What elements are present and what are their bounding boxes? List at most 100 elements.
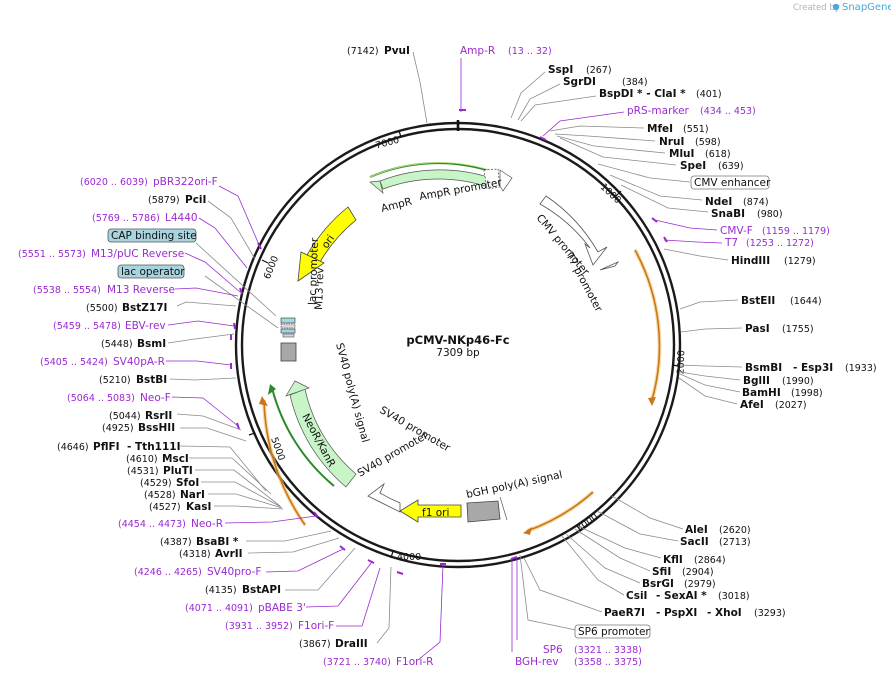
spei-label: SpeI: [680, 160, 706, 172]
neor-orf-arrow: [271, 387, 335, 487]
bsteii-label: BstEII: [741, 295, 775, 307]
draiii-label: DraIII: [335, 638, 368, 650]
paer7i-label: PaeR7I: [604, 607, 645, 619]
nrui-label: NruI: [659, 136, 684, 148]
ampr-promoter-arrowhead: [499, 169, 513, 192]
pspxi-label: - PspXI: [656, 607, 697, 619]
sp6-pos: (3321 .. 3338): [574, 645, 642, 656]
pvui-label: PvuI: [384, 45, 410, 57]
cmv-f-pos: (1159 .. 1179): [762, 226, 830, 237]
spei-pos: (639): [718, 161, 744, 172]
pbr322ori-label: pBR322ori-F: [153, 176, 218, 188]
m13-rev-label: M13 rev: [313, 267, 326, 310]
lac-promoter-feature: [280, 323, 296, 329]
sgrdi-label: SgrDI: [563, 76, 596, 88]
tick-2000: [671, 364, 679, 367]
bsmbi-pos: (1933): [845, 363, 877, 374]
pcii-pos: (5879): [148, 195, 180, 206]
bsmi-label: BsmI: [137, 338, 166, 350]
tick-label-4000: 4000: [397, 552, 421, 563]
prs-marker-label: pRS-marker: [627, 105, 690, 117]
mlui-pos: (618): [705, 149, 731, 160]
sfoi-label: SfoI: [176, 477, 199, 489]
msci-pos: (4610): [126, 454, 158, 465]
bgh-polya-feature: [466, 500, 501, 523]
neo-f-pos: (5064 .. 5083): [67, 393, 135, 404]
tick-3000: [576, 525, 582, 532]
sfoi-pos: (4529): [140, 478, 172, 489]
plasmid-name: pCMV-NKp46-Fc: [406, 333, 509, 347]
cmv-enhancer-box: [690, 175, 770, 190]
sfii-label: SfiI: [652, 566, 671, 578]
bstz17i-pos: (5500): [86, 303, 118, 314]
sv40-polya-label: SV40 poly(A) signal: [333, 342, 371, 444]
orange-orf-left: [263, 399, 306, 526]
m13-puc-label: M13/pUC Reverse: [91, 248, 184, 260]
bgh-rev-pos: (3358 .. 3375): [574, 657, 642, 668]
msci-label: MscI: [162, 453, 189, 465]
kasi-label: KasI: [186, 501, 211, 513]
f1-ori-label: f1 ori: [422, 507, 449, 519]
bspdi-clai-label: BspDI * - ClaI *: [599, 88, 686, 100]
t7-label: T7: [724, 237, 738, 249]
pcii-label: PciI: [185, 194, 206, 206]
alei-label: AleI: [685, 524, 708, 536]
f1ori-r-label: F1ori-R: [396, 656, 433, 668]
m13-rev-feature: [282, 333, 295, 338]
pasi-pos: (1755): [782, 324, 814, 335]
bsabi-label: BsaBI *: [196, 536, 239, 548]
bsrgi-pos: (2979): [684, 579, 716, 590]
ori-arrowhead: [297, 251, 325, 282]
sexai-label: - SexAI *: [656, 590, 707, 602]
esp3i-label: - Esp3I: [793, 362, 833, 374]
avrii-label: AvrII: [215, 548, 243, 560]
csii-label: CsiI: [626, 590, 647, 602]
t7-pos: (1253 .. 1272): [746, 238, 814, 249]
cap-binding-box: [107, 228, 197, 243]
bsshii-pos: (4925): [102, 423, 134, 434]
plut-pos: (4531): [127, 466, 159, 477]
sgrdi-pos: (384): [622, 77, 648, 88]
lac-operator-box: [117, 264, 185, 279]
pbabe-pos: (4071 .. 4091): [185, 603, 253, 614]
bsmi-pos: (5448): [101, 339, 133, 350]
tick-6000: [261, 259, 269, 264]
m13-puc-pos: (5551 .. 5573): [18, 249, 86, 260]
tth111i-label: - Tth111I: [127, 441, 181, 453]
cap-binding-label: CAP binding site: [111, 230, 197, 242]
csii-pos: (3018): [718, 591, 750, 602]
cap-binding-feature: [280, 317, 296, 324]
xhoi-label: - XhoI: [707, 607, 742, 619]
ebv-rev-pos: (5459 .. 5478): [53, 321, 121, 332]
sacii-label: SacII: [680, 536, 709, 548]
ebv-rev-label: EBV-rev: [125, 320, 166, 332]
afei-label: AfeI: [740, 399, 764, 411]
sv40-promoter-feature: [367, 482, 401, 513]
f1ori-f-label: F1ori-F: [298, 620, 334, 632]
tick-label-6000: 6000: [262, 254, 281, 281]
pbabe-label: pBABE 3': [258, 602, 306, 614]
sv40pro-f-pos: (4246 .. 4265): [134, 567, 202, 578]
bglii-pos: (1990): [782, 376, 814, 387]
bstapi-pos: (4135): [205, 585, 237, 596]
bstbi-pos: (5210): [99, 375, 131, 386]
l4440-pos: (5769 .. 5786): [92, 213, 160, 224]
tick-5000: [248, 432, 256, 436]
bstapi-label: BstAPI: [242, 584, 281, 596]
neo-f-label: Neo-F: [140, 392, 171, 404]
created-by-text: Created by: [793, 3, 840, 13]
lac-promoter-label: lac promoter: [307, 237, 321, 305]
snabi-label: SnaBI: [711, 208, 745, 220]
ampr-arrowhead: [369, 180, 384, 194]
pbr322ori-pos: (6020 .. 6039): [80, 177, 148, 188]
m13-reverse-label: M13 Reverse: [107, 284, 175, 296]
t7-promoter-feature: [599, 261, 620, 271]
bspdi-pos: (401): [696, 89, 722, 100]
bglii-label: BglII: [743, 375, 770, 387]
ampr-label: AmpR: [380, 196, 413, 215]
backbone: [234, 120, 682, 569]
orange-orf-bottom: [526, 491, 594, 532]
nrui-pos: (598): [695, 137, 721, 148]
lac-operator-feature: [280, 328, 296, 334]
